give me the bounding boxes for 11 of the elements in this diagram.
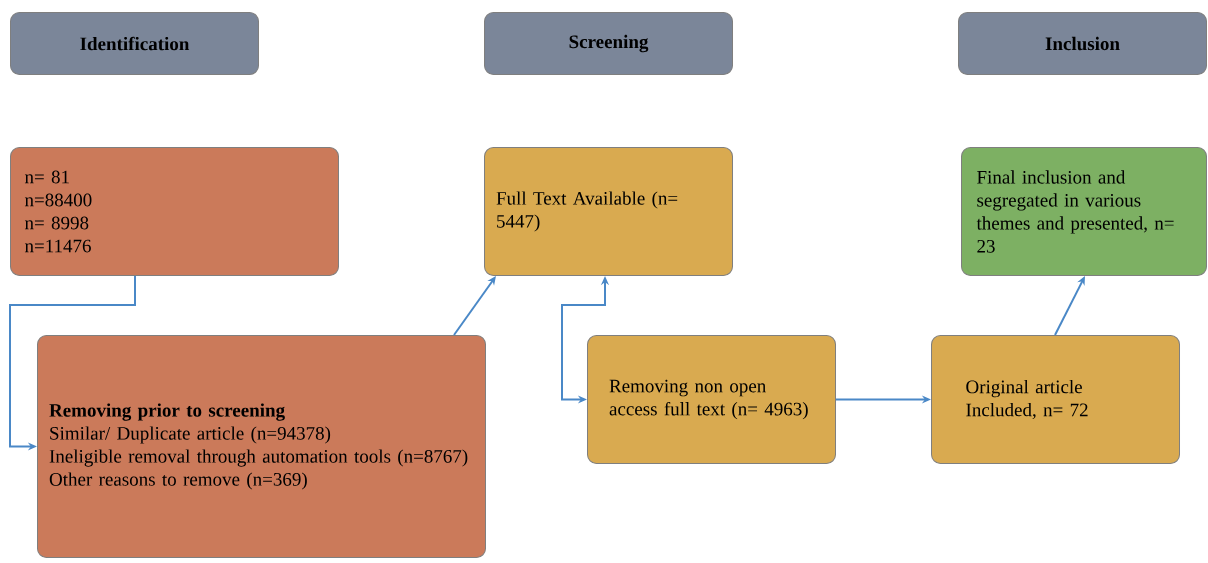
arrow <box>1054 276 1085 336</box>
process-box: n= 81 n=88400 n= 8998 n=11476 <box>10 147 339 276</box>
arrow <box>453 276 496 336</box>
stage-header: Identification <box>10 12 259 75</box>
stage-header: Screening <box>484 12 733 75</box>
process-box: Removing prior to screening Similar/ Duplicate article (n=94378) Ineligible removal through automation tools (n=8767) Other reasons to remove (n=369) <box>37 335 486 558</box>
stage-header: Inclusion <box>958 12 1207 75</box>
process-box: Full Text Available (n= 5447) <box>484 147 733 276</box>
result-box: Final inclusion and segregated in various themes and presented, n= 23 <box>961 147 1207 276</box>
process-box: Original article Included, n= 72 <box>931 335 1180 464</box>
process-box: Removing non open access full text (n= 4963) <box>587 335 836 464</box>
